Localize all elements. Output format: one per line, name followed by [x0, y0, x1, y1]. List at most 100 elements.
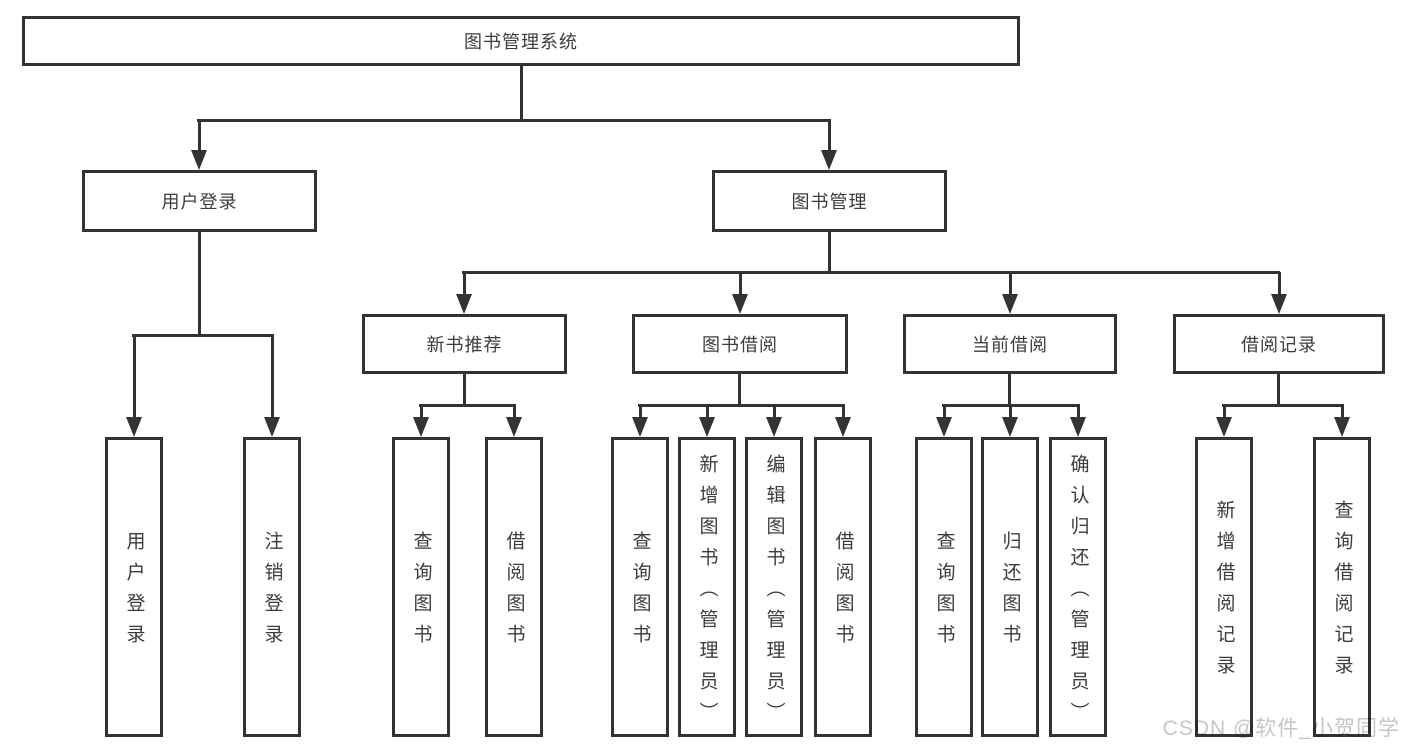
- arrowhead-icon: [936, 417, 952, 437]
- arrow-to-records-add: [1216, 405, 1232, 437]
- leaf-current-return-books: 归还图书: [981, 437, 1039, 737]
- arrow-shaft: [638, 405, 642, 427]
- arrowhead-icon: [1271, 294, 1287, 314]
- arrow-to-book-borrow: [732, 272, 748, 314]
- arrow-to-current-confirm: [1070, 405, 1086, 437]
- arrow-shaft: [419, 405, 423, 427]
- node-book-mgmt-label: 图书管理: [791, 192, 868, 212]
- arrowhead-icon: [766, 417, 782, 437]
- leaf-borrow-add-books-admin: 新增图书（管理员）: [678, 437, 736, 737]
- leaf-logout: 注销登录: [243, 437, 301, 737]
- arrow-shaft: [270, 335, 274, 427]
- arrowhead-icon: [632, 417, 648, 437]
- arrowhead-icon: [191, 150, 207, 170]
- node-current-borrow-label: 当前借阅: [972, 335, 1048, 355]
- arrow-to-borrow-edit: [766, 405, 782, 437]
- arrowhead-icon: [699, 417, 715, 437]
- node-root-label: 图书管理系统: [464, 32, 578, 52]
- arrowhead-icon: [264, 417, 280, 437]
- arrow-shaft: [1340, 405, 1344, 427]
- connector-recommend-distributor: [419, 404, 516, 407]
- node-current-borrow: 当前借阅: [903, 314, 1117, 374]
- arrow-shaft: [132, 335, 136, 427]
- leaf-recommend-borrow-books-label: 借阅图书: [503, 531, 525, 655]
- connector-book-mgmt-stub: [828, 230, 831, 274]
- arrow-shaft: [1277, 272, 1281, 304]
- leaf-recommend-borrow-books: 借阅图书: [485, 437, 543, 737]
- connector-records-stub: [1277, 372, 1280, 406]
- arrow-shaft: [512, 405, 516, 427]
- node-new-book-recommend-label: 新书推荐: [426, 335, 503, 355]
- arrow-to-leaf-user-login: [126, 335, 142, 437]
- arrowhead-icon: [821, 150, 837, 170]
- connector-borrow-stub: [738, 372, 741, 406]
- leaf-records-add-record: 新增借阅记录: [1195, 437, 1253, 737]
- leaf-records-query-record: 查询借阅记录: [1313, 437, 1371, 737]
- arrow-to-book-mgmt: [821, 120, 837, 170]
- leaf-borrow-query-books: 查询图书: [611, 437, 669, 737]
- connector-user-login-distributor: [132, 334, 274, 337]
- arrowhead-icon: [1334, 417, 1350, 437]
- arrow-to-current-query: [936, 405, 952, 437]
- arrow-shaft: [705, 405, 709, 427]
- leaf-current-query-books-label: 查询图书: [933, 531, 955, 655]
- arrow-shaft: [738, 272, 742, 304]
- arrow-shaft: [1008, 272, 1012, 304]
- node-borrow-records-label: 借阅记录: [1241, 335, 1317, 355]
- arrowhead-icon: [1002, 294, 1018, 314]
- node-book-borrow: 图书借阅: [632, 314, 848, 374]
- arrowhead-icon: [126, 417, 142, 437]
- leaf-recommend-query-books-label: 查询图书: [410, 531, 432, 655]
- arrow-shaft: [1222, 405, 1226, 427]
- arrowhead-icon: [456, 294, 472, 314]
- arrowhead-icon: [732, 294, 748, 314]
- leaf-current-confirm-return-admin: 确认归还（管理员）: [1049, 437, 1107, 737]
- arrowhead-icon: [1216, 417, 1232, 437]
- arrow-shaft: [1008, 405, 1012, 427]
- leaf-recommend-query-books: 查询图书: [392, 437, 450, 737]
- arrow-shaft: [772, 405, 776, 427]
- leaf-records-query-record-label: 查询借阅记录: [1331, 500, 1353, 686]
- connector-recommend-stub: [463, 372, 466, 406]
- connector-current-stub: [1008, 372, 1011, 406]
- leaf-current-confirm-return-admin-label: 确认归还（管理员）: [1067, 453, 1089, 733]
- node-book-mgmt: 图书管理: [712, 170, 947, 232]
- arrow-shaft: [1076, 405, 1080, 427]
- arrow-to-borrow-records: [1271, 272, 1287, 314]
- connector-level3-distributor: [462, 271, 1280, 274]
- leaf-user-login-label: 用户登录: [123, 531, 145, 655]
- connector-user-login-stub: [198, 230, 201, 336]
- leaf-user-login: 用户登录: [105, 437, 163, 737]
- arrow-shaft: [841, 405, 845, 427]
- node-user-login: 用户登录: [82, 170, 317, 232]
- connector-records-distributor: [1222, 404, 1344, 407]
- arrowhead-icon: [506, 417, 522, 437]
- leaf-borrow-edit-books-admin-label: 编辑图书（管理员）: [763, 453, 785, 733]
- connector-borrow-distributor: [638, 404, 845, 407]
- arrow-shaft: [462, 272, 466, 304]
- arrowhead-icon: [413, 417, 429, 437]
- arrow-to-current-return: [1002, 405, 1018, 437]
- leaf-current-return-books-label: 归还图书: [999, 531, 1021, 655]
- node-root: 图书管理系统: [22, 16, 1020, 66]
- arrow-to-recommend-query: [413, 405, 429, 437]
- arrow-to-borrow-add: [699, 405, 715, 437]
- leaf-current-query-books: 查询图书: [915, 437, 973, 737]
- arrowhead-icon: [1002, 417, 1018, 437]
- arrow-to-user-login: [191, 120, 207, 170]
- arrow-to-current-borrow: [1002, 272, 1018, 314]
- arrowhead-icon: [835, 417, 851, 437]
- arrow-to-recommend-borrow: [506, 405, 522, 437]
- arrow-to-borrow-borrow: [835, 405, 851, 437]
- arrow-to-leaf-logout: [264, 335, 280, 437]
- arrow-to-new-book-recommend: [456, 272, 472, 314]
- arrow-shaft: [197, 120, 201, 160]
- arrow-shaft: [827, 120, 831, 160]
- node-user-login-label: 用户登录: [161, 192, 238, 212]
- node-borrow-records: 借阅记录: [1173, 314, 1385, 374]
- leaf-borrow-query-books-label: 查询图书: [629, 531, 651, 655]
- connector-level2-distributor: [197, 119, 831, 122]
- leaf-borrow-borrow-books: 借阅图书: [814, 437, 872, 737]
- connector-root-stub: [520, 66, 523, 122]
- arrow-shaft: [942, 405, 946, 427]
